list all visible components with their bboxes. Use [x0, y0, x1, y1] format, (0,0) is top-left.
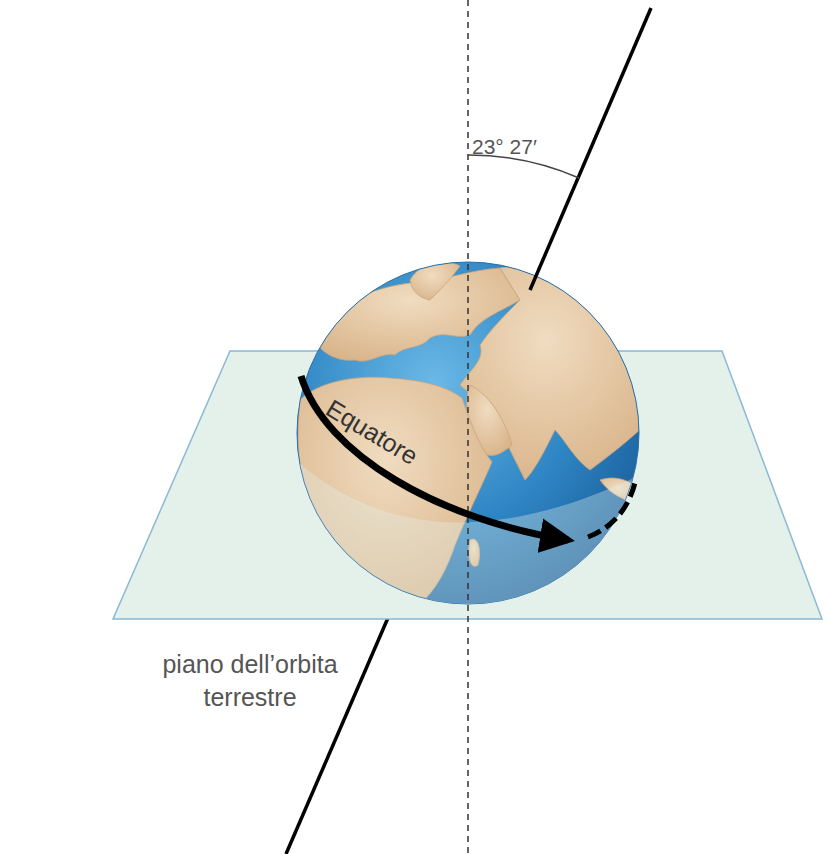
angle-arc: [468, 155, 579, 178]
vertical-reference: [467, 0, 469, 854]
equator-hidden: [588, 478, 636, 537]
angle-label: 23° 27′: [472, 133, 537, 160]
rotation-axis: [286, 590, 400, 854]
plane-label: piano dell’orbita terrestre: [120, 648, 380, 713]
plane-overlay: [290, 455, 650, 620]
rotation-axis: [530, 8, 651, 290]
equator-arrow: [301, 376, 568, 540]
